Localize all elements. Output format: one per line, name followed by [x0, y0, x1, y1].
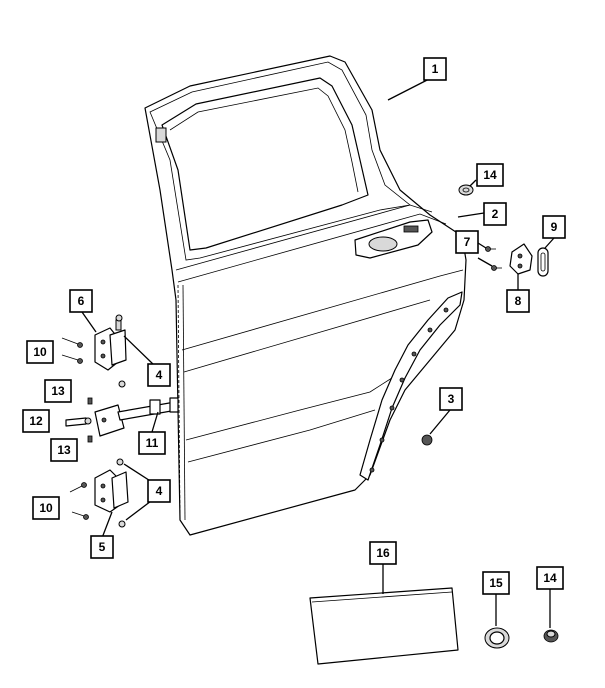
callout-12-label: 12 — [29, 414, 43, 428]
callout-4-lower-label: 4 — [156, 484, 163, 498]
hole-plug-lower — [543, 629, 559, 643]
callout-14-lower-label: 14 — [543, 571, 557, 585]
callout-7: 7 — [455, 230, 479, 254]
callout-3-label: 3 — [448, 392, 455, 406]
callout-5: 5 — [90, 535, 114, 559]
hinge-bolts-lower — [69, 482, 89, 520]
callout-10-lower-label: 10 — [39, 501, 53, 515]
rear-door-shell — [144, 55, 467, 536]
callout-14-lower: 14 — [536, 566, 564, 590]
callout-14-upper-label: 14 — [483, 168, 497, 182]
striker-shim — [537, 247, 549, 277]
lower-hinge — [94, 458, 129, 528]
callout-16: 16 — [369, 541, 397, 565]
callout-10-upper: 10 — [26, 340, 54, 364]
callout-4-lower: 4 — [147, 479, 171, 503]
callout-12: 12 — [22, 409, 50, 433]
callout-1-label: 1 — [432, 62, 439, 76]
hinge-bolts-upper — [61, 337, 83, 364]
callout-9-label: 9 — [551, 220, 558, 234]
callout-4-upper: 4 — [147, 363, 171, 387]
grommet — [421, 434, 433, 446]
callout-2-label: 2 — [492, 207, 499, 221]
door-check-strap — [94, 397, 179, 437]
callout-4-upper-label: 4 — [156, 368, 163, 382]
leader-lines — [81, 75, 555, 628]
door-molding — [309, 587, 459, 665]
callout-13-upper: 13 — [44, 379, 72, 403]
callout-10-lower: 10 — [32, 496, 60, 520]
callout-11-label: 11 — [146, 436, 159, 450]
callout-8-label: 8 — [515, 294, 522, 308]
exterior-door-handle — [354, 219, 433, 259]
callout-9: 9 — [542, 215, 566, 239]
callout-15-label: 15 — [489, 576, 503, 590]
striker-screws — [485, 246, 502, 271]
callout-16-label: 16 — [376, 546, 390, 560]
callout-11: 11 — [138, 431, 166, 455]
callout-13-lower: 13 — [50, 438, 78, 462]
callout-6: 6 — [69, 289, 93, 313]
callout-5-label: 5 — [99, 540, 106, 554]
callout-15: 15 — [482, 571, 510, 595]
callout-10-upper-label: 10 — [33, 345, 47, 359]
callout-6-label: 6 — [78, 294, 85, 308]
callout-1: 1 — [423, 57, 447, 81]
callout-13-upper-label: 13 — [51, 384, 65, 398]
hinge-nut-upper — [118, 380, 126, 388]
flare-clips — [369, 307, 449, 473]
check-strap-bolt — [65, 417, 92, 427]
check-strap-nuts — [87, 397, 93, 443]
upper-hinge — [94, 314, 127, 371]
callout-13-lower-label: 13 — [57, 443, 71, 457]
callout-3: 3 — [439, 387, 463, 411]
callout-7-label: 7 — [464, 235, 471, 249]
callout-2: 2 — [483, 202, 507, 226]
hole-plug-15 — [484, 627, 510, 649]
hole-plug-upper — [458, 184, 474, 196]
door-striker — [509, 243, 533, 275]
callout-14-upper: 14 — [476, 163, 504, 187]
callout-8: 8 — [506, 289, 530, 313]
